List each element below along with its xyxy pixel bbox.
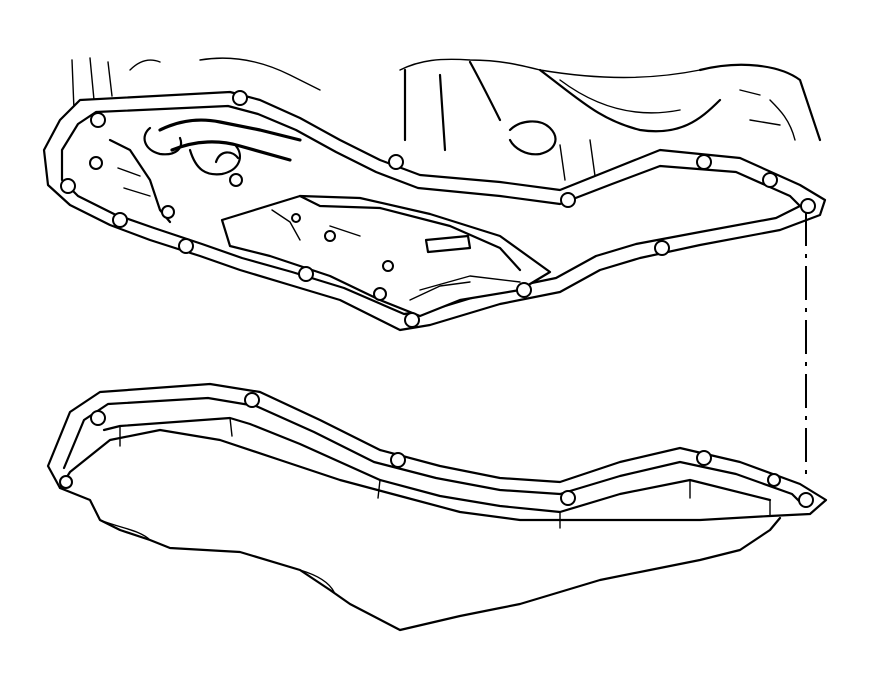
oil-pan bbox=[46, 382, 828, 632]
oil-pan-flange bbox=[46, 382, 828, 522]
case-bolt-holes bbox=[60, 90, 816, 328]
oil-pan-bottom bbox=[58, 486, 782, 632]
pan-bolt-holes bbox=[59, 392, 814, 508]
valve-body-plate bbox=[220, 194, 552, 318]
transmission-case bbox=[42, 57, 827, 332]
